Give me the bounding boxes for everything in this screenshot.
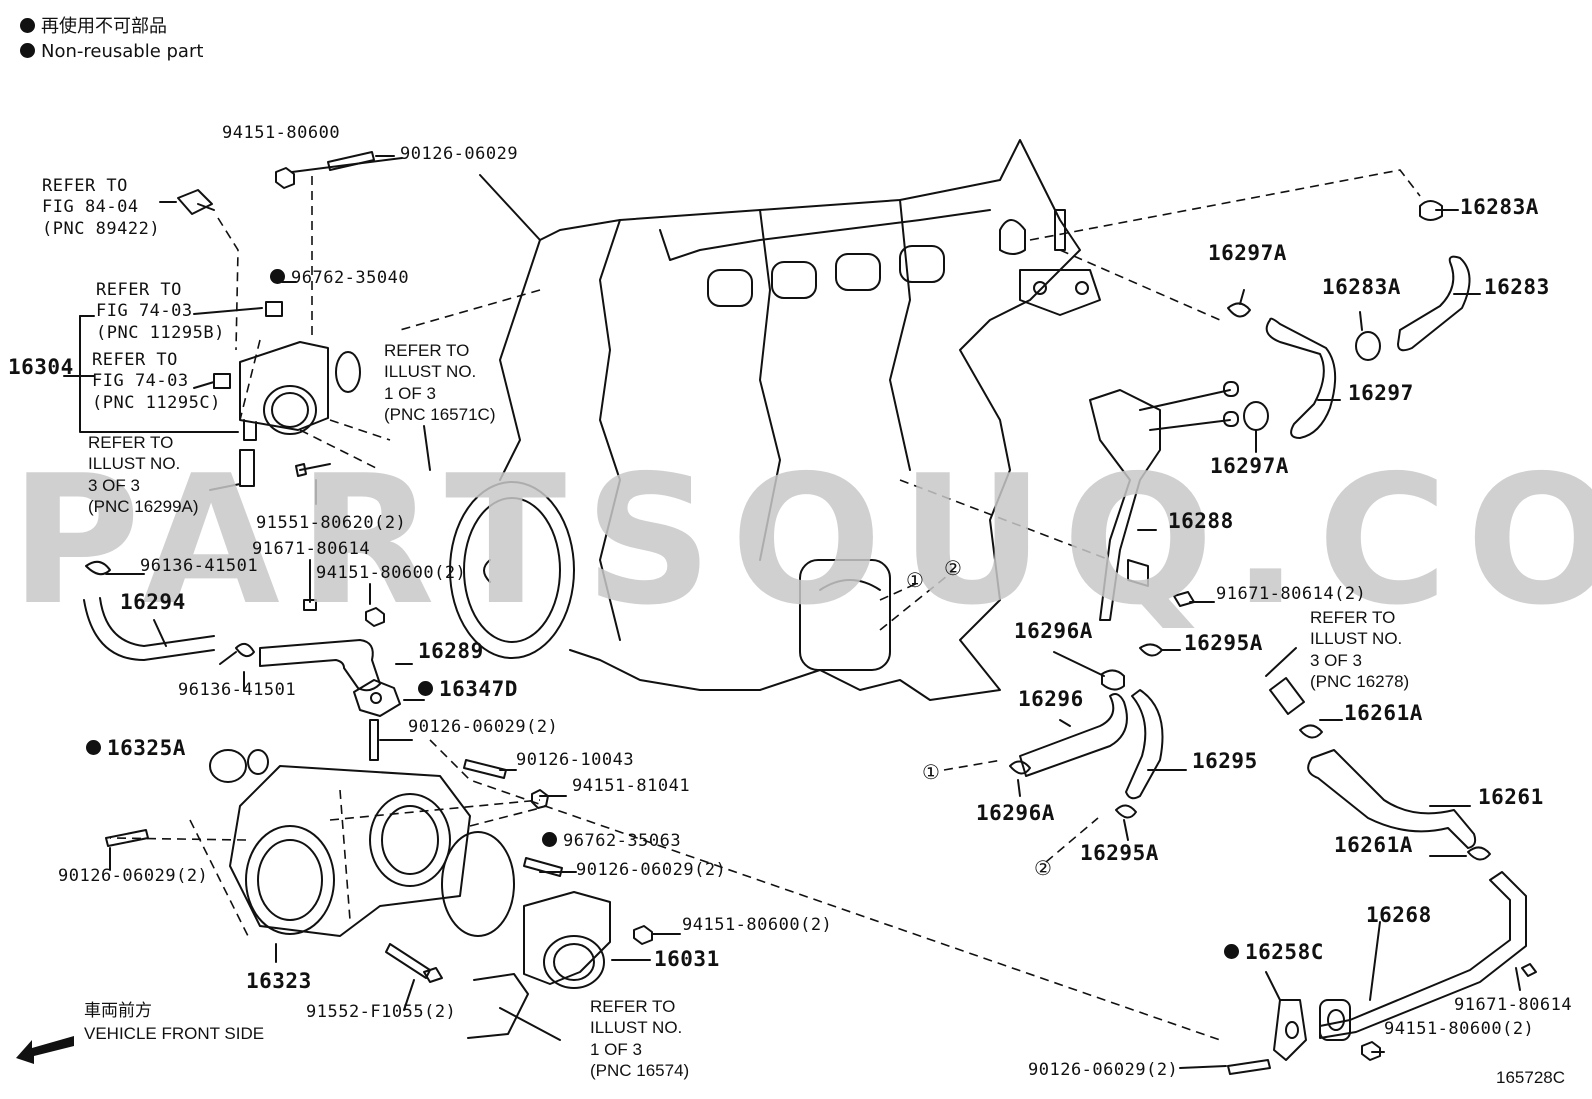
part-96136-41501-a[interactable]: 96136-41501 bbox=[140, 556, 259, 576]
part-16296a-bot[interactable]: 16296A bbox=[976, 801, 1055, 825]
part-16283a-top[interactable]: 16283A bbox=[1460, 195, 1539, 219]
part-number-text: 16258C bbox=[1245, 940, 1324, 964]
front-en: VEHICLE FRONT SIDE bbox=[84, 1024, 265, 1043]
part-90126-06029-2a[interactable]: 90126-06029(2) bbox=[408, 717, 559, 737]
front-jp: 車両前方 bbox=[84, 1001, 152, 1020]
part-16289[interactable]: 16289 bbox=[418, 639, 484, 663]
non-reusable-dot-icon bbox=[542, 831, 557, 847]
part-91551-80620[interactable]: 91551-80620(2) bbox=[256, 513, 407, 533]
non-reusable-dot-icon bbox=[418, 680, 433, 696]
part-96136-41501-b[interactable]: 96136-41501 bbox=[178, 680, 297, 700]
ref-illust-16299a[interactable]: REFER TO ILLUST NO. 3 OF 3 (PNC 16299A) bbox=[88, 433, 199, 516]
part-94151-80600-mid[interactable]: 94151-80600(2) bbox=[316, 563, 467, 583]
part-16295[interactable]: 16295 bbox=[1192, 749, 1258, 773]
part-16304[interactable]: 16304 bbox=[8, 355, 74, 379]
part-16258c[interactable]: 16258C bbox=[1224, 942, 1324, 963]
part-96762-35040[interactable]: 96762-35040 bbox=[270, 268, 410, 288]
part-94151-80600-top[interactable]: 94151-80600 bbox=[222, 123, 341, 143]
part-16295a-bot[interactable]: 16295A bbox=[1080, 841, 1159, 865]
part-16261a-top[interactable]: 16261A bbox=[1344, 701, 1423, 725]
non-reusable-dot-icon bbox=[1224, 943, 1239, 959]
part-94151-80600-2c[interactable]: 94151-80600(2) bbox=[1384, 1019, 1535, 1039]
vehicle-front-arrow-icon bbox=[16, 1036, 74, 1064]
part-91671-80614-right[interactable]: 91671-80614 bbox=[1454, 995, 1573, 1015]
ref-fig-74-03-b[interactable]: REFER TO FIG 74-03 (PNC 11295B) bbox=[96, 280, 225, 343]
watermark: PARTSOUQ.COM bbox=[10, 437, 1592, 644]
part-16288[interactable]: 16288 bbox=[1168, 509, 1234, 533]
part-16295a-top[interactable]: 16295A bbox=[1184, 631, 1263, 655]
part-16283a-mid[interactable]: 16283A bbox=[1322, 275, 1401, 299]
ref-illust-16574[interactable]: REFER TO ILLUST NO. 1 OF 3 (PNC 16574) bbox=[590, 997, 690, 1080]
non-reusable-dot-icon bbox=[270, 268, 285, 284]
figure-number: 165728C bbox=[1496, 1068, 1566, 1087]
marker-1-engine: ① bbox=[906, 568, 925, 592]
part-16261a-bot[interactable]: 16261A bbox=[1334, 833, 1413, 857]
part-16261[interactable]: 16261 bbox=[1478, 785, 1544, 809]
part-16323[interactable]: 16323 bbox=[246, 969, 312, 993]
part-16325a[interactable]: 16325A bbox=[86, 738, 186, 759]
marker-2-engine: ② bbox=[944, 556, 963, 580]
ref-illust-16278[interactable]: REFER TO ILLUST NO. 3 OF 3 (PNC 16278) bbox=[1310, 608, 1410, 691]
part-90126-06029-top[interactable]: 90126-06029 bbox=[400, 144, 519, 164]
part-90126-06029-2b[interactable]: 90126-06029(2) bbox=[58, 866, 209, 886]
part-16297a-bot[interactable]: 16297A bbox=[1210, 454, 1289, 478]
part-16296[interactable]: 16296 bbox=[1018, 687, 1084, 711]
part-16031[interactable]: 16031 bbox=[654, 947, 720, 971]
legend-jp-text: 再使用不可部品 bbox=[41, 16, 167, 37]
ref-illust-16571c[interactable]: REFER TO ILLUST NO. 1 OF 3 (PNC 16571C) bbox=[384, 341, 496, 424]
part-number-text: 16347D bbox=[439, 677, 518, 701]
part-16297a-top[interactable]: 16297A bbox=[1208, 241, 1287, 265]
legend-en-text: Non-reusable part bbox=[41, 41, 204, 62]
part-90126-10043[interactable]: 90126-10043 bbox=[516, 750, 635, 770]
part-16268[interactable]: 16268 bbox=[1366, 903, 1432, 927]
part-90126-06029-2d[interactable]: 90126-06029(2) bbox=[1028, 1060, 1179, 1080]
part-16347d[interactable]: 16347D bbox=[418, 679, 518, 700]
part-number-text: 96762-35040 bbox=[291, 268, 410, 288]
part-16294[interactable]: 16294 bbox=[120, 590, 186, 614]
part-16297[interactable]: 16297 bbox=[1348, 381, 1414, 405]
marker-2-hose: ② bbox=[1034, 856, 1053, 880]
part-91671-80614-left[interactable]: 91671-80614 bbox=[252, 539, 371, 559]
part-number-text: 96762-35063 bbox=[563, 831, 682, 851]
part-16283[interactable]: 16283 bbox=[1484, 275, 1550, 299]
legend-en: Non-reusable part bbox=[20, 41, 204, 62]
part-90126-06029-2c[interactable]: 90126-06029(2) bbox=[576, 860, 727, 880]
legend-jp: 再使用不可部品 bbox=[20, 16, 167, 37]
part-94151-81041[interactable]: 94151-81041 bbox=[572, 776, 691, 796]
non-reusable-dot-icon bbox=[86, 739, 101, 755]
ref-fig-84-04[interactable]: REFER TO FIG 84-04 (PNC 89422) bbox=[42, 176, 161, 239]
non-reusable-dot-icon bbox=[20, 17, 35, 33]
non-reusable-dot-icon bbox=[20, 42, 35, 58]
part-94151-80600-2b[interactable]: 94151-80600(2) bbox=[682, 915, 833, 935]
part-96762-35063[interactable]: 96762-35063 bbox=[542, 831, 682, 851]
part-91671-80614-2[interactable]: 91671-80614(2) bbox=[1216, 584, 1367, 604]
part-number-text: 16325A bbox=[107, 736, 186, 760]
ref-fig-74-03-c[interactable]: REFER TO FIG 74-03 (PNC 11295C) bbox=[92, 350, 221, 413]
part-16296a-top[interactable]: 16296A bbox=[1014, 619, 1093, 643]
part-91552-f1055[interactable]: 91552-F1055(2) bbox=[306, 1002, 457, 1022]
marker-1-hose: ① bbox=[922, 760, 941, 784]
